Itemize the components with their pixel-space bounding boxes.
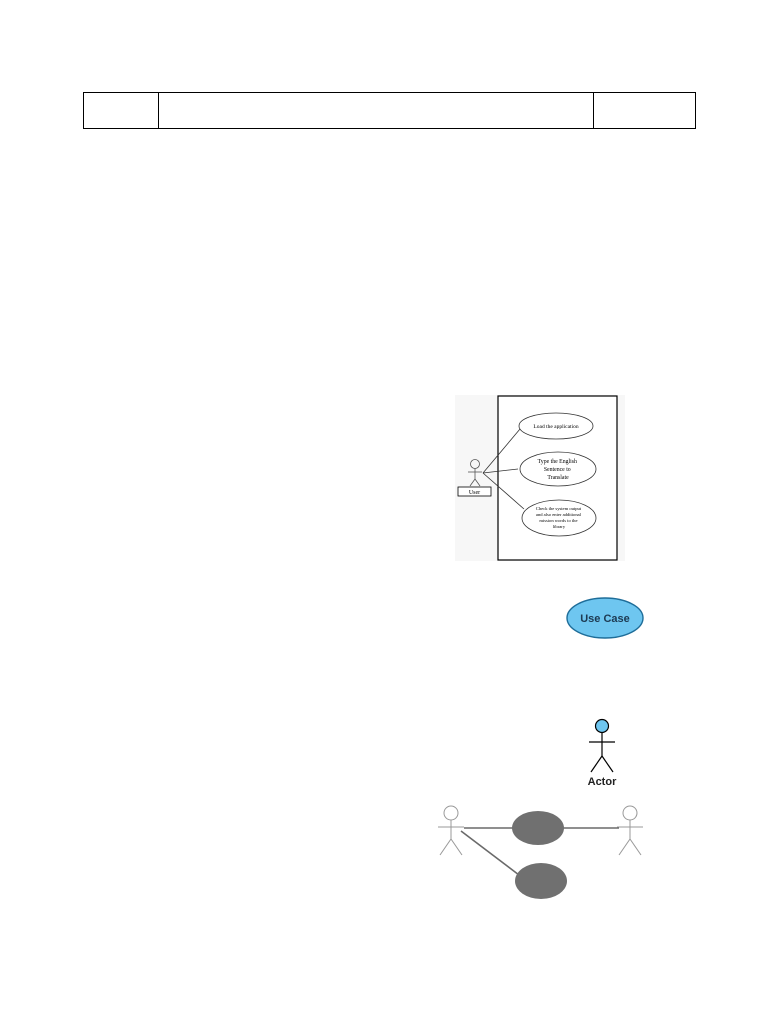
use-case-load-application xyxy=(518,412,594,440)
use-case-check-output xyxy=(521,499,597,537)
right-actor-icon xyxy=(617,805,643,856)
use-case-legend: Use Case xyxy=(566,597,644,639)
use-case-load-line-1: Load the application xyxy=(533,424,578,430)
association-use-case-bottom xyxy=(515,863,567,899)
use-case-type-label: Type the English Sentence to Translate xyxy=(538,459,579,481)
header-table xyxy=(83,92,696,129)
use-case-legend-label: Use Case xyxy=(580,613,630,625)
use-case-check-line-1: Check the system output xyxy=(536,506,582,511)
association-use-case-top xyxy=(512,811,564,845)
use-case-load-label: Load the application xyxy=(533,424,578,430)
header-cell-left xyxy=(84,93,159,128)
use-case-legend-ellipse xyxy=(566,597,644,639)
use-case-type-line-3: Translate xyxy=(547,475,569,481)
use-case-type-sentence xyxy=(519,451,597,487)
user-label-box xyxy=(457,486,492,497)
association-example xyxy=(438,805,643,899)
association-example-lines xyxy=(460,827,619,876)
use-case-check-line-3: mission words to the xyxy=(539,518,577,523)
actor-legend-icon xyxy=(589,718,615,773)
user-label: User xyxy=(469,490,480,496)
use-case-diagram: User Load the application Type the Engli… xyxy=(455,395,625,561)
header-cell-right xyxy=(594,93,695,128)
use-case-type-line-2: Sentence to xyxy=(544,467,571,473)
actor-legend-label: Actor xyxy=(588,776,617,788)
association-lines xyxy=(482,428,525,510)
use-case-type-line-1: Type the English xyxy=(538,459,577,465)
use-case-check-line-4: library xyxy=(553,524,566,529)
header-cell-middle xyxy=(159,93,594,128)
use-case-check-label: Check the system output and also enter a… xyxy=(536,506,582,529)
left-actor-icon xyxy=(438,805,464,856)
actor-legend: Actor xyxy=(588,718,617,788)
use-case-check-line-2: and also enter additional xyxy=(536,512,582,517)
user-actor-icon xyxy=(468,459,482,487)
